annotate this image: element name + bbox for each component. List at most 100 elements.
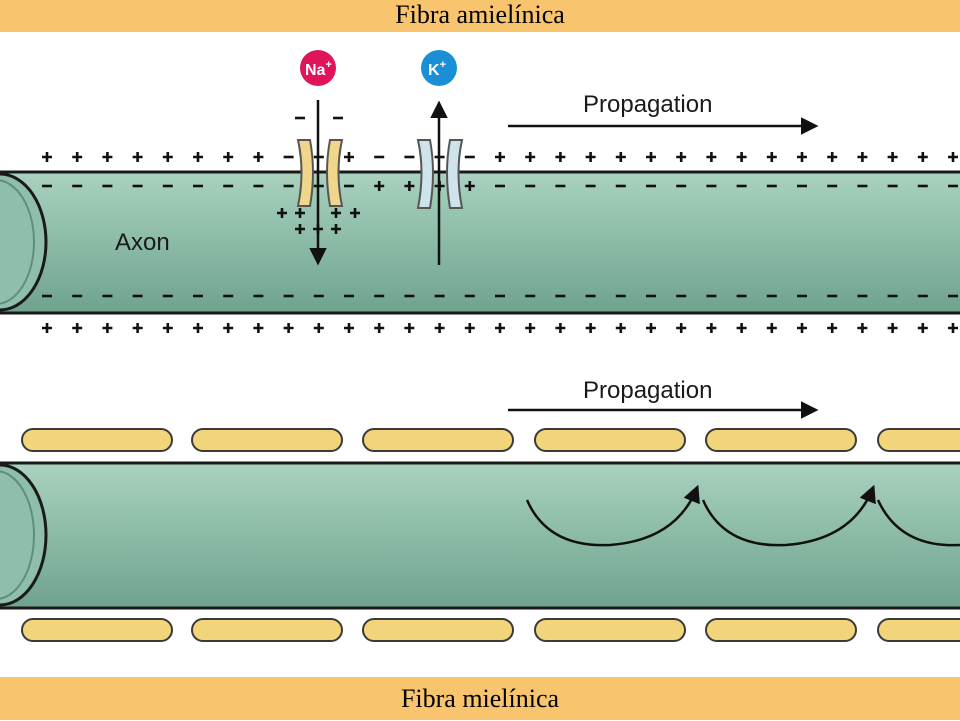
myelin-segment [21,618,173,642]
positive-charge [374,181,385,191]
positive-charge [827,152,838,162]
positive-charge [615,323,626,333]
title-myelinated-fiber: Fibra mielínica [0,677,960,720]
positive-charge [277,208,287,218]
svg-text:Na+: Na+ [305,59,332,79]
positive-charge [706,323,717,333]
positive-charge [861,435,871,445]
positive-charge [331,224,341,234]
positive-charge [295,224,305,234]
positive-charge [42,152,52,162]
myelin-segment [362,428,514,452]
positive-charge [525,323,536,333]
propagation-label-bottom: Propagation [583,377,712,404]
positive-charge [736,152,747,162]
potassium-ion: K+ [421,50,457,86]
positive-charge [857,323,868,333]
positive-charge [766,323,777,333]
positive-charge [555,152,566,162]
positive-charge [102,152,113,162]
positive-charge [295,208,305,218]
positive-charge [585,152,596,162]
positive-charge [827,323,838,333]
positive-charge [797,323,807,333]
positive-charge [162,323,173,333]
positive-charge [347,435,357,445]
positive-charge [861,625,871,635]
positive-charge [495,323,505,333]
unmyelinated-axon [0,170,960,315]
positive-charge [72,152,83,162]
positive-charge [176,625,186,635]
positive-charge [132,323,143,333]
positive-charge [464,323,475,333]
title-unmyelinated-fiber: Fibra amielínica [0,0,960,32]
positive-charge [917,323,928,333]
positive-charge [331,208,341,218]
positive-charge [350,208,360,218]
myelin-segment [362,618,514,642]
myelin-sheath [21,428,960,642]
positive-charge [72,323,83,333]
positive-charge [887,152,898,162]
axon-label: Axon [115,229,170,256]
potassium-channel [416,100,464,265]
positive-charge [690,435,700,445]
positive-charge [646,323,656,333]
myelin-segment [191,428,343,452]
myelin-segment [534,428,686,452]
positive-charge [404,181,415,191]
positive-charge [525,152,536,162]
positive-charge [797,152,807,162]
positive-charge [646,152,656,162]
positive-charge [676,152,687,162]
positive-charge [518,435,528,445]
positive-charge [102,323,113,333]
positive-charge [193,323,203,333]
sodium-channel [296,100,344,266]
positive-charge [132,152,143,162]
positive-charge [690,625,700,635]
saltatory-current-arrows [525,484,960,547]
positive-charge [313,323,324,333]
positive-charge [253,152,264,162]
positive-charge [555,323,566,333]
positive-charge [434,323,445,333]
positive-charge [344,152,354,162]
positive-charge [344,323,354,333]
myelin-segment [877,618,960,642]
positive-charge [176,435,186,445]
myelinated-axon [0,461,960,610]
myelin-segment [877,428,960,452]
positive-charge [223,152,234,162]
positive-charge [887,323,898,333]
positive-charge [585,323,596,333]
myelin-segment [21,428,173,452]
positive-charge [766,152,777,162]
positive-charge [253,323,264,333]
positive-charge [162,152,173,162]
positive-charge [464,181,475,191]
svg-text:K+: K+ [428,59,446,79]
sodium-ion: Na+ [300,50,336,86]
myelin-segment [534,618,686,642]
positive-charge [404,323,415,333]
positive-charge [948,152,958,162]
positive-charge [42,323,52,333]
positive-charge [193,152,203,162]
positive-charge [347,625,357,635]
propagation-label-top: Propagation [583,91,712,118]
myelin-segment [191,618,343,642]
positive-charge [495,152,505,162]
positive-charge [736,323,747,333]
positive-charge [374,323,385,333]
myelin-segment [705,618,857,642]
positive-charge [857,152,868,162]
positive-charge [283,323,294,333]
positive-charge [676,323,687,333]
positive-charge [615,152,626,162]
positive-charge [223,323,234,333]
positive-charge [948,323,958,333]
positive-charge [706,152,717,162]
